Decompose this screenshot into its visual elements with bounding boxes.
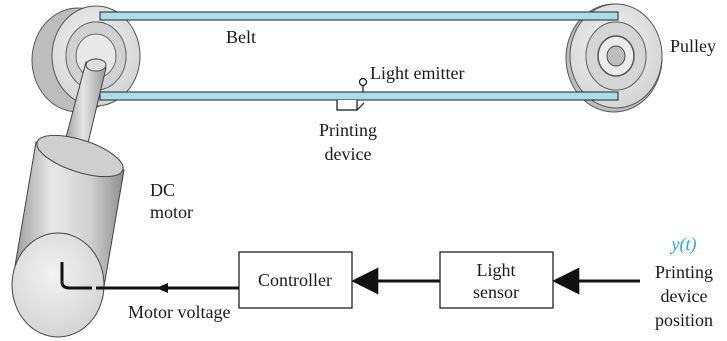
output-symbol: y(t) [670, 234, 697, 255]
printing-device [336, 100, 365, 111]
motor-voltage-label: Motor voltage [128, 302, 230, 322]
pulley-label: Pulley [670, 36, 716, 56]
dc-motor-label-line1: DC [150, 180, 175, 200]
motor-voltage-arrowhead [156, 283, 168, 293]
light-sensor-label-line2: sensor [473, 282, 519, 302]
dc-motor-label-line2: motor [150, 202, 193, 222]
output-label-line3: position [655, 310, 713, 330]
light-emitter [358, 77, 368, 92]
belt-label: Belt [226, 27, 256, 47]
right-pulley-front [585, 21, 647, 91]
light-sensor-block: Light sensor [439, 251, 554, 309]
dc-motor [11, 134, 125, 338]
controller-block: Controller [238, 251, 353, 309]
printing-device-label-line2: device [325, 144, 372, 164]
light-sensor-label-line1: Light [477, 260, 516, 280]
controller-label: Controller [258, 270, 332, 290]
output-label-line2: device [661, 286, 708, 306]
printing-device-label-line1: Printing [319, 120, 377, 140]
belt [99, 11, 619, 101]
light-emitter-label: Light emitter [370, 63, 464, 83]
output-label-line1: Printing [655, 262, 713, 282]
